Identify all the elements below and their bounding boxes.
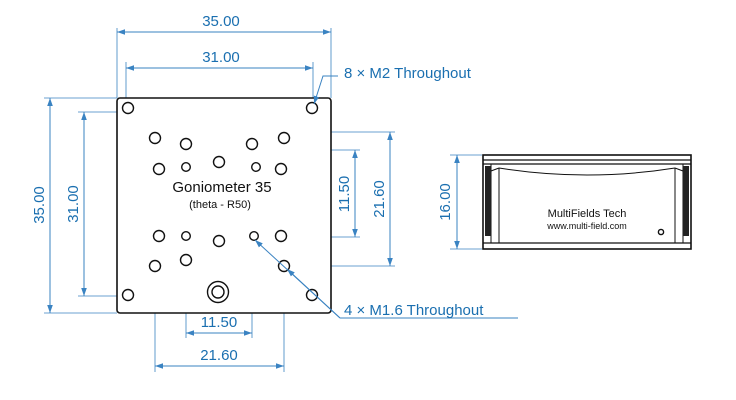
product-name: Goniometer 35 (172, 179, 271, 196)
dim-hole-spacing-v-outer: 21.60 (371, 180, 388, 218)
callout-m16-label: 4 × M1.6 Throughout (344, 302, 484, 319)
dim-width-outer: 35.00 (202, 13, 240, 30)
brand-website: www.multi-field.com (546, 221, 627, 231)
top-view: 35.00 31.00 35.00 31.00 11.50 21.60 11.5… (31, 13, 518, 372)
dim-width-inner: 31.00 (202, 49, 240, 66)
product-spec: (theta - R50) (189, 199, 251, 211)
dim-height-inner: 31.00 (65, 185, 82, 223)
dim-hole-spacing-v-inner: 11.50 (336, 176, 353, 212)
dim-height-outer: 35.00 (31, 186, 48, 224)
side-view: 16.00 MultiFields Tech www.multi-field.c… (437, 154, 692, 250)
dimension-lines (47, 29, 393, 369)
callout-m2: 8 × M2 Throughout (313, 65, 472, 105)
brand-name: MultiFields Tech (548, 208, 627, 220)
mounting-holes (121, 101, 319, 304)
dim-hole-spacing-h-outer: 21.60 (200, 347, 238, 364)
plate-outline (116, 97, 332, 314)
dim-side-height: 16.00 (437, 183, 454, 221)
callout-m2-label: 8 × M2 Throughout (344, 65, 472, 82)
callout-m16: 4 × M1.6 Throughout (254, 239, 518, 319)
dim-hole-spacing-h-inner: 11.50 (201, 314, 237, 331)
